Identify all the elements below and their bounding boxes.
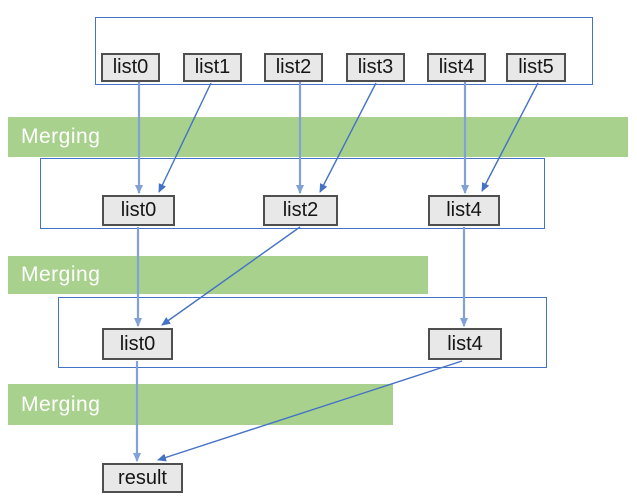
list-item: list0 [101,53,160,82]
list-item: list1 [183,53,242,82]
list-item: list5 [506,53,566,82]
list-item: list3 [346,53,405,82]
list-item: list4 [428,328,502,360]
list-item: list4 [428,195,500,226]
merging-band-3: Merging [8,384,393,425]
merging-label: Merging [21,263,101,286]
merging-band-2: Merging [8,256,428,294]
list-item: list2 [263,195,338,226]
merging-label: Merging [21,392,101,416]
lists-stage-1 [95,17,593,85]
list-item: list2 [264,53,323,82]
merging-label: Merging [21,125,101,148]
list-item: list4 [427,53,486,82]
list-item: list0 [102,195,175,226]
merging-band-1: Merging [8,117,628,157]
result-box: result [102,463,183,493]
list-item: list0 [102,328,173,360]
